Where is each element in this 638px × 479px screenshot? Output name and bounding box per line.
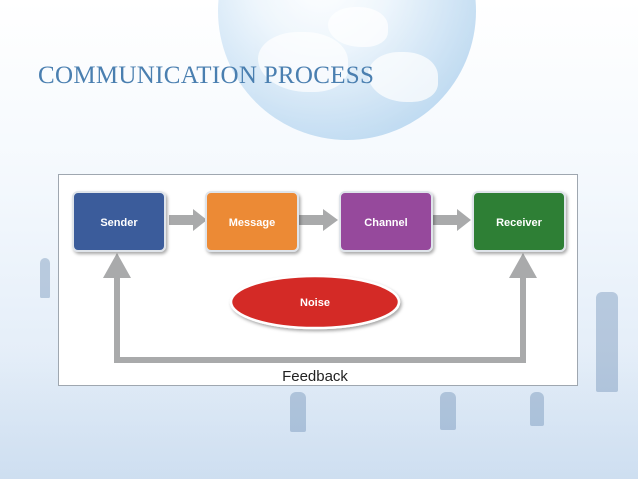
communication-diagram: Sender Message Channel Receiver Noise Fe… (58, 174, 578, 386)
node-receiver: Receiver (472, 191, 566, 252)
slide-title: COMMUNICATION PROCESS (38, 62, 375, 89)
diagram-canvas: Sender Message Channel Receiver Noise Fe… (72, 191, 566, 385)
node-channel: Channel (339, 191, 433, 252)
arrow-message-to-channel (299, 209, 338, 231)
node-label-receiver: Receiver (496, 217, 543, 229)
node-label-sender: Sender (100, 217, 138, 229)
arrow-sender-to-message (169, 209, 207, 231)
silhouette-figure (290, 392, 306, 432)
node-sender: Sender (72, 191, 166, 252)
node-label-message: Message (229, 217, 275, 229)
node-label-noise: Noise (300, 297, 330, 309)
node-label-channel: Channel (364, 217, 407, 229)
arrow-channel-to-receiver (432, 209, 471, 231)
node-noise: Noise (229, 274, 401, 330)
feedback-label: Feedback (282, 368, 348, 385)
silhouette-figure (440, 392, 456, 430)
silhouette-figure (596, 292, 618, 392)
silhouette-figure (40, 258, 50, 298)
silhouette-figure (530, 392, 544, 426)
feedback-return-arrow (103, 253, 131, 363)
node-message: Message (205, 191, 299, 252)
